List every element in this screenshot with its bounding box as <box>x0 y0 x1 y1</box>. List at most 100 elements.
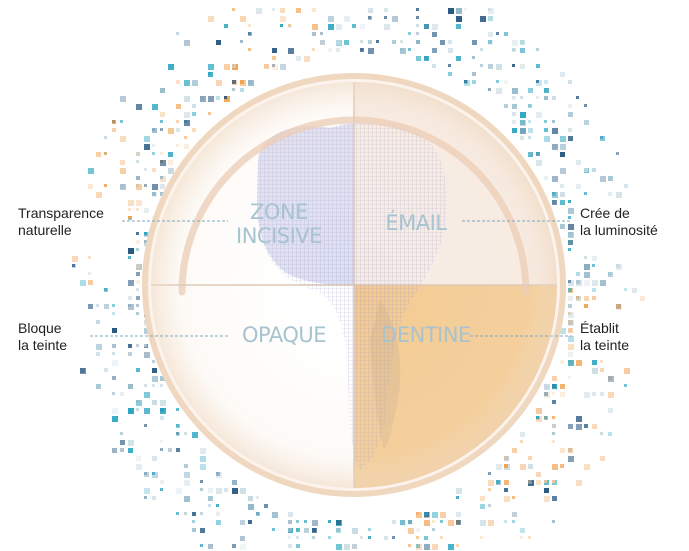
mosaic-pixel <box>96 344 102 350</box>
mosaic-pixel <box>528 152 531 155</box>
mosaic-pixel <box>568 344 574 350</box>
mosaic-pixel <box>456 544 459 547</box>
mosaic-pixel <box>128 256 131 259</box>
mosaic-pixel <box>520 440 523 443</box>
mosaic-pixel <box>232 64 236 68</box>
mosaic-pixel <box>152 384 155 387</box>
mosaic-pixel <box>144 168 147 171</box>
mosaic-pixel <box>136 104 142 110</box>
mosaic-pixel <box>288 536 291 539</box>
mosaic-pixel <box>568 128 572 132</box>
mosaic-pixel <box>512 512 517 517</box>
mosaic-pixel <box>592 168 596 172</box>
mosaic-pixel <box>624 184 628 188</box>
mosaic-pixel <box>472 40 477 45</box>
mosaic-pixel <box>296 528 299 531</box>
mosaic-pixel <box>496 64 502 70</box>
mosaic-pixel <box>368 536 371 539</box>
mosaic-pixel <box>488 16 493 21</box>
mosaic-pixel <box>200 488 203 491</box>
mosaic-pixel <box>296 8 301 13</box>
leader-lines <box>90 220 572 337</box>
mosaic-pixel <box>536 96 539 99</box>
mosaic-pixel <box>232 88 235 91</box>
mosaic-pixel <box>128 296 132 300</box>
callout-transparence: Transparence naturelle <box>18 205 104 238</box>
mosaic-pixel <box>568 112 573 117</box>
mosaic-pixel <box>120 160 125 165</box>
mosaic-pixel <box>520 120 526 126</box>
mosaic-pixel <box>136 264 140 268</box>
mosaic-pixel <box>240 520 245 525</box>
mosaic-pixel <box>184 80 190 86</box>
mosaic-pixel <box>568 376 571 379</box>
mosaic-pixel <box>568 448 572 452</box>
mosaic-pixel <box>152 496 156 500</box>
mosaic-pixel <box>184 40 190 46</box>
mosaic-pixel <box>480 520 486 526</box>
mosaic-pixel <box>512 128 517 133</box>
mosaic-pixel <box>160 376 165 381</box>
mosaic-pixel <box>560 152 565 157</box>
mosaic-pixel <box>184 112 190 118</box>
mosaic-pixel <box>112 448 117 453</box>
mosaic-pixel <box>288 24 292 28</box>
mosaic-pixel <box>584 104 587 107</box>
mosaic-pixel <box>488 472 491 475</box>
mosaic-pixel <box>176 432 179 435</box>
mosaic-pixel <box>456 496 459 499</box>
mosaic-pixel <box>528 120 531 123</box>
mosaic-pixel <box>376 40 379 43</box>
mosaic-pixel <box>552 144 558 150</box>
mosaic-pixel <box>120 136 126 142</box>
mosaic-pixel <box>552 480 555 483</box>
mosaic-pixel <box>288 520 292 524</box>
mosaic-pixel <box>208 72 211 75</box>
mosaic-pixel <box>616 264 620 268</box>
mosaic-pixel <box>608 392 614 398</box>
mosaic-pixel <box>160 416 164 420</box>
mosaic-pixel <box>120 432 123 435</box>
mosaic-pixel <box>416 544 420 548</box>
mosaic-pixel <box>384 536 388 540</box>
mosaic-pixel <box>568 296 573 301</box>
mosaic-pixel <box>544 392 549 397</box>
mosaic-pixel <box>104 184 107 187</box>
mosaic-pixel <box>112 352 115 355</box>
mosaic-pixel <box>200 96 206 102</box>
mosaic-pixel <box>608 376 614 382</box>
mosaic-pixel <box>544 384 550 390</box>
mosaic-pixel <box>112 120 116 124</box>
mosaic-pixel <box>112 416 118 422</box>
mosaic-pixel <box>176 432 180 436</box>
mosaic-pixel <box>384 16 387 19</box>
mosaic-pixel <box>272 48 277 53</box>
mosaic-pixel <box>512 104 517 109</box>
mosaic-pixel <box>216 472 220 476</box>
mosaic-pixel <box>488 8 491 11</box>
mosaic-pixel <box>632 288 637 293</box>
mosaic-pixel <box>560 392 565 397</box>
mosaic-pixel <box>456 8 462 14</box>
mosaic-pixel <box>104 136 107 139</box>
mosaic-pixel <box>352 528 358 534</box>
mosaic-pixel <box>616 192 622 198</box>
mosaic-pixel <box>192 528 196 532</box>
mosaic-pixel <box>328 48 332 52</box>
mosaic-pixel <box>240 40 243 43</box>
mosaic-pixel <box>120 392 124 396</box>
mosaic-pixel <box>160 384 163 387</box>
mosaic-pixel <box>424 512 428 516</box>
mosaic-pixel <box>176 144 179 147</box>
mosaic-pixel <box>568 424 573 429</box>
mosaic-pixel <box>208 16 214 22</box>
mosaic-pixel <box>192 128 196 132</box>
mosaic-pixel <box>440 40 445 45</box>
mosaic-pixel <box>520 96 523 99</box>
mosaic-pixel <box>520 48 525 53</box>
mosaic-pixel <box>536 408 542 414</box>
mosaic-pixel <box>136 152 140 156</box>
mosaic-pixel <box>552 520 555 523</box>
mosaic-pixel <box>200 528 205 533</box>
mosaic-pixel <box>576 360 582 366</box>
